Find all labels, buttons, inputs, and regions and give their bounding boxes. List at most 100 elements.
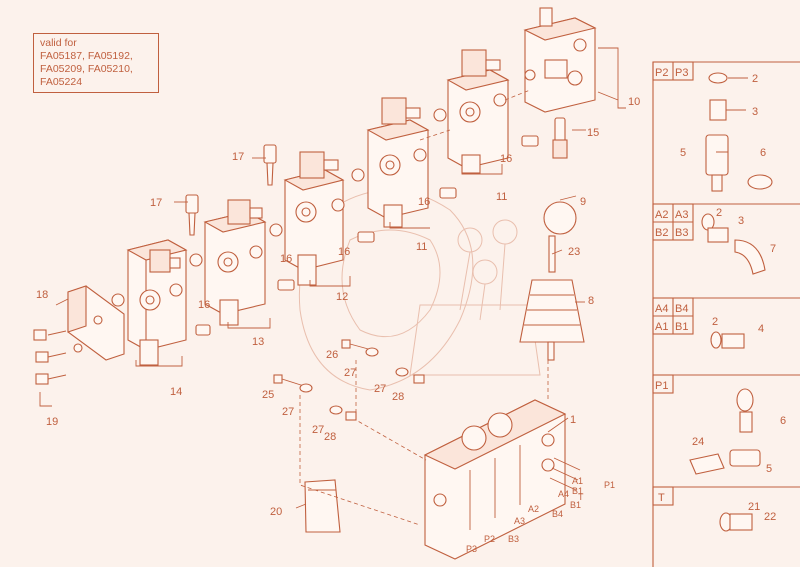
callout-26: 26 xyxy=(326,349,338,361)
port-a3: A3 xyxy=(514,516,525,526)
callout-16b: 16 xyxy=(280,253,292,265)
joystick-ghost xyxy=(409,219,541,376)
callout-17a: 17 xyxy=(150,197,162,209)
port-b1-upper: B1 xyxy=(572,486,583,496)
callout-22: 22 xyxy=(764,511,776,523)
hdr-b1: B1 xyxy=(675,321,688,333)
callout-27b: 27 xyxy=(374,383,386,395)
panel-p1-parts xyxy=(689,388,761,475)
callout-2-a2a3: 2 xyxy=(716,207,722,219)
relief-cartridge-15 xyxy=(552,117,568,159)
callout-18: 18 xyxy=(36,289,48,301)
port-p1: P1 xyxy=(604,480,615,490)
rubber-boot-8 xyxy=(519,279,585,361)
hdr-b2: B2 xyxy=(655,227,668,239)
validity-note: valid for FA05187, FA05192, FA05209, FA0… xyxy=(33,33,159,93)
callout-2-a4b4: 2 xyxy=(712,316,718,328)
port-t: T xyxy=(578,492,584,502)
callout-1: 1 xyxy=(570,414,576,426)
port-b1: B1 xyxy=(570,500,581,510)
plugs-16 xyxy=(195,135,539,336)
callout-15: 15 xyxy=(587,127,599,139)
callout-10: 10 xyxy=(628,96,640,108)
callout-16d: 16 xyxy=(418,196,430,208)
callout-20: 20 xyxy=(270,506,282,518)
callout-6-p1: 6 xyxy=(780,415,786,427)
port-b3: B3 xyxy=(508,534,519,544)
assembly-guide-lines xyxy=(299,89,549,526)
callout-6-p2p3: 6 xyxy=(760,147,766,159)
valve-section-14 xyxy=(111,239,188,366)
callout-16a: 16 xyxy=(198,299,210,311)
port-a4: A4 xyxy=(558,489,569,499)
callout-12: 12 xyxy=(336,291,348,303)
port-p3: P3 xyxy=(466,544,477,554)
hdr-b4: B4 xyxy=(675,303,688,315)
callout-8: 8 xyxy=(588,295,594,307)
port-a2: A2 xyxy=(528,504,539,514)
callout-9: 9 xyxy=(580,196,586,208)
note-line-1: valid for xyxy=(40,37,77,49)
hdr-t: T xyxy=(658,492,665,504)
mounting-bracket-18 xyxy=(67,285,125,361)
callout-17b: 17 xyxy=(232,151,244,163)
callout-14: 14 xyxy=(170,386,182,398)
callout-27a: 27 xyxy=(344,367,356,379)
port-p2: P2 xyxy=(484,534,495,544)
valve-inlet-10 xyxy=(523,7,597,113)
hdr-a4: A4 xyxy=(655,303,668,315)
note-line-4: FA05224 xyxy=(40,76,83,88)
panel-p2p3-parts xyxy=(705,72,773,192)
hdr-p1: P1 xyxy=(655,380,668,392)
note-line-3: FA05209, FA05210, xyxy=(40,63,133,75)
hdr-a3: A3 xyxy=(675,209,688,221)
callout-7: 7 xyxy=(770,243,776,255)
callout-11b: 11 xyxy=(416,241,427,253)
hdr-p2: P2 xyxy=(655,67,668,79)
callout-24: 24 xyxy=(692,436,704,448)
seal-kit-bag-20 xyxy=(304,479,341,533)
panel-headers: P2 P3 A2 A3 B2 B3 A4 B4 A1 B1 P1 T xyxy=(655,67,688,504)
panel-a4b4-parts xyxy=(710,331,745,349)
joystick-knob-9 xyxy=(543,201,577,235)
callout-27d: 27 xyxy=(312,424,324,436)
callout-21: 21 xyxy=(748,501,760,513)
callout-27c: 27 xyxy=(282,406,294,418)
hdr-b3: B3 xyxy=(675,227,688,239)
callout-16c: 16 xyxy=(338,246,350,258)
callout-5-p2p3: 5 xyxy=(680,147,686,159)
panel-t-parts xyxy=(719,512,753,532)
callout-4: 4 xyxy=(758,323,764,335)
callout-2-p2p3: 2 xyxy=(752,73,758,85)
bolts-19 xyxy=(33,329,67,385)
callout-11a: 11 xyxy=(496,191,507,203)
callout-28a: 28 xyxy=(392,391,404,403)
callout-3-p2p3: 3 xyxy=(752,106,758,118)
callout-13: 13 xyxy=(252,336,264,348)
callout-19: 19 xyxy=(46,416,58,428)
valve-section-11b xyxy=(433,49,510,174)
cartridges-17 xyxy=(185,144,277,236)
valve-section-13 xyxy=(189,199,267,326)
port-labels: P1 A1 B1 B1 A2 A3 B3 A4 B4 T P2 P3 xyxy=(466,476,615,554)
ghost-watermark xyxy=(298,189,474,391)
port-b4: B4 xyxy=(552,509,563,519)
callout-23: 23 xyxy=(568,246,580,258)
valve-section-11 xyxy=(351,97,430,228)
valve-block-1 xyxy=(423,399,567,560)
valve-section-12 xyxy=(269,151,345,286)
callout-labels: 1 2 2 2 3 3 4 5 5 6 6 7 8 9 10 11 11 12 … xyxy=(36,73,786,523)
hdr-p3: P3 xyxy=(675,67,688,79)
callout-3-a2a3: 3 xyxy=(738,215,744,227)
leader-lines xyxy=(39,47,626,509)
callout-28b: 28 xyxy=(324,431,336,443)
hdr-a1: A1 xyxy=(655,321,668,333)
hdr-a2: A2 xyxy=(655,209,668,221)
note-line-2: FA05187, FA05192, xyxy=(40,50,133,62)
callout-25: 25 xyxy=(262,389,274,401)
callout-16e: 16 xyxy=(500,153,512,165)
bolt-set xyxy=(273,339,425,421)
panel-a2a3-parts xyxy=(701,213,766,275)
